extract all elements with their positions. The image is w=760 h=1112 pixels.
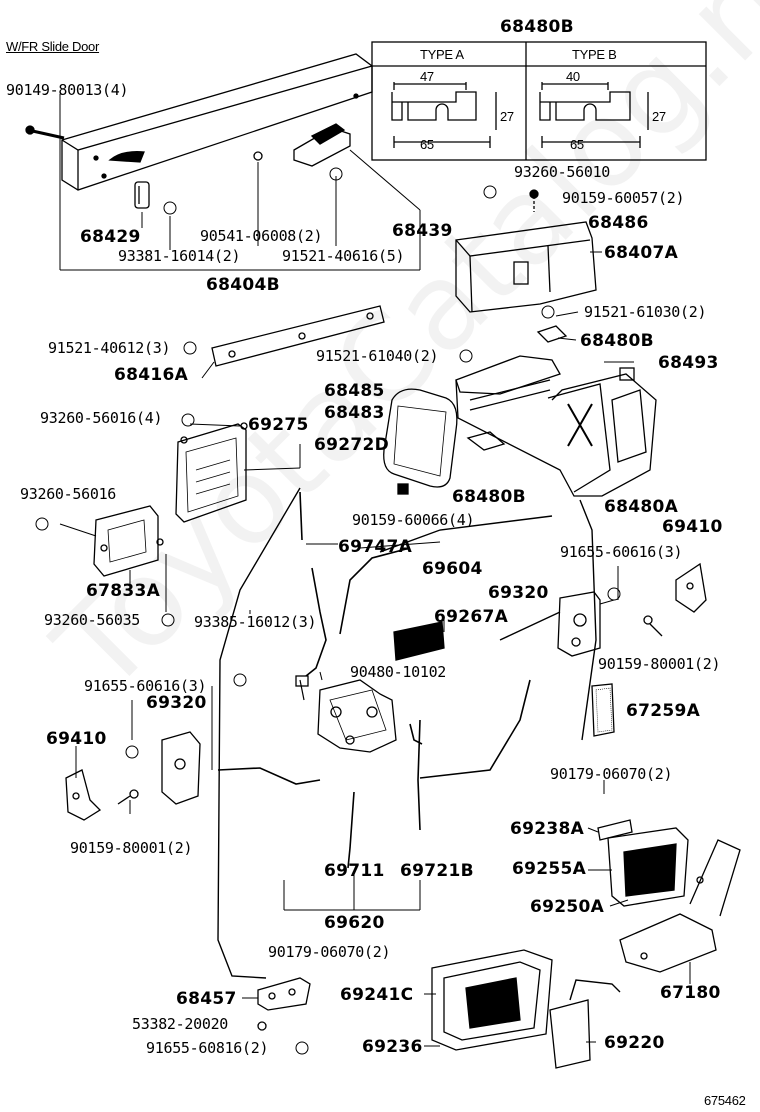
label-68480B-lower: 68480B [452,487,526,507]
label-69620: 69620 [324,913,385,933]
variant-label: W/FR Slide Door [6,39,100,54]
label-68439: 68439 [392,221,453,241]
label-91521-61040: 91521-61040(2) [316,347,439,365]
mechanism-center [295,675,397,753]
label-68404B: 68404B [206,275,280,295]
label-69238A: 69238A [510,819,585,839]
latch-69320-right [557,591,601,657]
label-68493: 68493 [658,353,719,373]
symbol-markers [35,167,621,1055]
label-90480-10102: 90480-10102 [350,663,447,681]
label-68486: 68486 [588,213,649,233]
bracket-68439 [253,123,351,167]
label-68407A: 68407A [604,243,679,263]
label-69410-left: 69410 [46,729,107,749]
label-67259A: 67259A [626,701,701,721]
cover-68407A [455,189,597,313]
regulator-69275 [175,422,248,523]
dim-a-bottom: 65 [420,137,434,152]
rod-69220 [549,979,621,1069]
label-90159-60066: 90159-60066(4) [352,511,475,529]
label-69250A: 69250A [530,897,605,917]
label-90179-06070-b: 90179-06070(2) [268,943,391,961]
type-a-label: TYPE A [420,47,464,62]
label-68485: 68485 [324,381,385,401]
label-91655-60816: 91655-60816(2) [146,1039,269,1057]
label-93260-56035: 93260-56035 [44,611,141,629]
cover-67833A [93,505,164,577]
label-93260-56016-4: 93260-56016(4) [40,409,163,427]
label-69275: 69275 [248,415,309,435]
label-90149-80013: 90149-80013(4) [6,81,129,99]
bolt-90159-left [117,789,139,805]
label-69711: 69711 [324,861,385,881]
plate-69238A [597,819,633,841]
bracket-67180 [619,839,741,973]
striker-69410-right [675,562,707,613]
label-90159-80001-left: 90159-80001(2) [70,839,193,857]
label-69241C: 69241C [340,985,414,1005]
dim-a-side: 27 [500,109,514,124]
label-69320-left: 69320 [146,693,207,713]
dim-a-top: 47 [420,69,434,84]
label-90541-06008: 90541-06008(2) [200,227,323,245]
label-69255A: 69255A [512,859,587,879]
latch-69320-left [161,731,201,805]
label-91521-40612: 91521-40612(3) [48,339,171,357]
dim-b-bottom: 65 [570,137,584,152]
label-91655-60616-right: 91655-60616(3) [560,543,683,561]
label-93260-56010: 93260-56010 [514,163,611,181]
label-53382-20020: 53382-20020 [132,1015,229,1033]
label-93381-16014: 93381-16014(2) [118,247,241,265]
bolt-90159-right [643,615,663,637]
label-90179-06070-a: 90179-06070(2) [550,765,673,783]
label-91521-40616: 91521-40616(5) [282,247,405,265]
leaders-beam [59,94,421,271]
label-93260-56016: 93260-56016 [20,485,117,503]
inset-type-box [371,41,707,161]
label-69320-right: 69320 [488,583,549,603]
pad-69267A [393,621,445,661]
beam-68404B [25,53,373,191]
label-90159-80001-right: 90159-80001(2) [598,655,721,673]
leader-lines [59,251,691,1047]
channel-68480A [455,355,657,497]
type-b-label: TYPE B [572,47,617,62]
label-69236: 69236 [362,1037,423,1057]
label-69604: 69604 [422,559,483,579]
dim-b-top: 40 [566,69,580,84]
label-69220: 69220 [604,1033,665,1053]
label-68429: 68429 [80,227,141,247]
label-67180: 67180 [660,983,721,1003]
label-69267A: 69267A [434,607,509,627]
rods [217,491,531,869]
label-91655-60616-left: 91655-60616(3) [84,677,207,695]
hinge-68457 [257,977,311,1031]
inset-part-number: 68480B [500,17,574,37]
label-93385-16012: 93385-16012(3) [194,613,317,631]
label-68457: 68457 [176,989,237,1009]
handle-69255A [607,827,689,907]
bezel-69241C [431,949,553,1051]
label-67833A: 67833A [86,581,161,601]
dim-b-side: 27 [652,109,666,124]
label-91521-61030: 91521-61030(2) [584,303,707,321]
label-68483: 68483 [324,403,385,423]
label-90159-60057: 90159-60057(2) [562,189,685,207]
frame-69272D [383,388,458,495]
label-69747A: 69747A [338,537,413,557]
pad-67259A [591,683,615,737]
label-68416A: 68416A [114,365,189,385]
label-69410-right: 69410 [662,517,723,537]
striker-69410-left [65,769,102,821]
clip-68429 [134,181,150,209]
label-69272D: 69272D [314,435,390,455]
bracket-68416A [211,305,385,367]
figure-id: 675462 [704,1093,746,1108]
label-69721B: 69721B [400,861,474,881]
label-68480B-upper: 68480B [580,331,654,351]
label-68480A: 68480A [604,497,679,517]
plates-68480B [466,325,568,451]
